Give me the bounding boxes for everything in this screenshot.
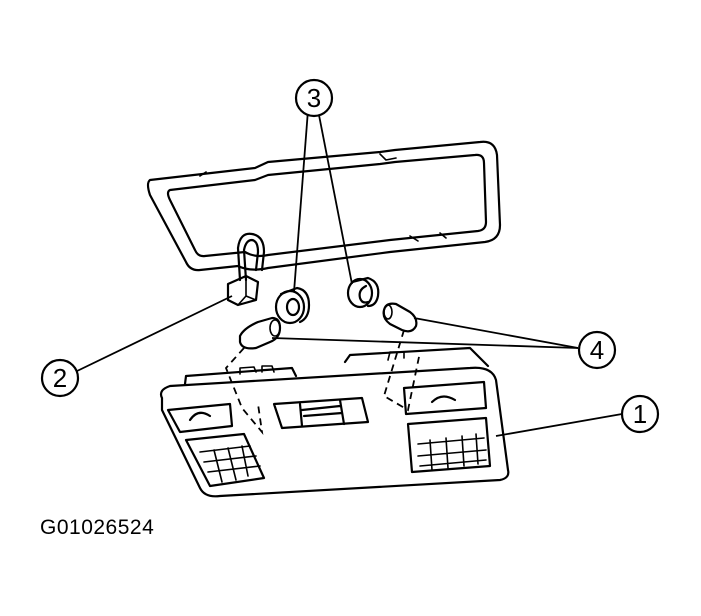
bulb-left	[238, 316, 282, 350]
callout-1-label: 1	[633, 399, 647, 429]
bulb-socket-left	[274, 286, 311, 325]
bulb-socket-right	[346, 276, 380, 309]
callout-1: 1	[620, 394, 660, 434]
wire-connector	[226, 232, 266, 307]
assembly-dashed-lines	[224, 329, 421, 436]
lamp-housing	[159, 346, 510, 498]
bulb-right	[382, 302, 418, 333]
trim-bezel	[146, 140, 502, 272]
callout-2-label: 2	[53, 363, 67, 393]
callout-3-label: 3	[307, 83, 321, 113]
callout-3: 3	[294, 78, 334, 118]
leader-lines	[74, 109, 623, 437]
figure-id: G01026524	[40, 516, 155, 539]
callout-2: 2	[40, 358, 80, 398]
callout-4: 4	[577, 330, 617, 370]
callout-4-label: 4	[590, 335, 604, 365]
